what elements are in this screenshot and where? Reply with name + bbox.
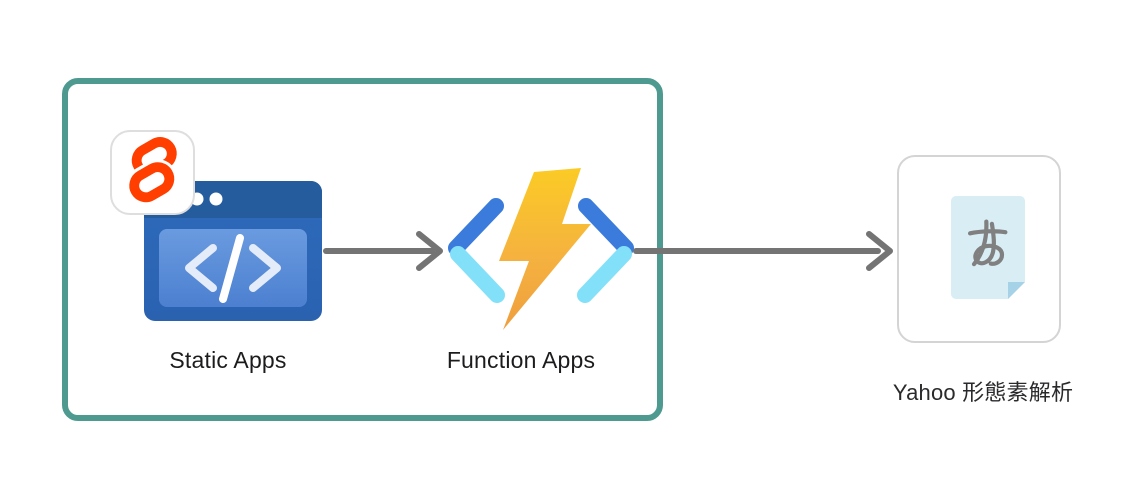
- svelte-badge: [110, 130, 195, 215]
- yahoo-label: Yahoo 形態素解析: [892, 380, 1074, 405]
- azure-functions-bolt-icon: [448, 168, 634, 330]
- browser-code-icon: [144, 181, 322, 321]
- arrow-function-to-yahoo: [633, 231, 893, 271]
- folded-corner-icon: [1008, 282, 1025, 299]
- yahoo-card: [897, 155, 1061, 343]
- window-dot-icon: [209, 192, 223, 206]
- static-apps-label: Static Apps: [169, 347, 287, 373]
- japanese-text-document-icon: [951, 196, 1025, 299]
- arrow-static-to-function: [323, 231, 443, 271]
- hiragana-a-icon: [960, 216, 1016, 272]
- function-apps-label: Function Apps: [446, 347, 596, 373]
- svelte-logo-icon: [125, 136, 177, 205]
